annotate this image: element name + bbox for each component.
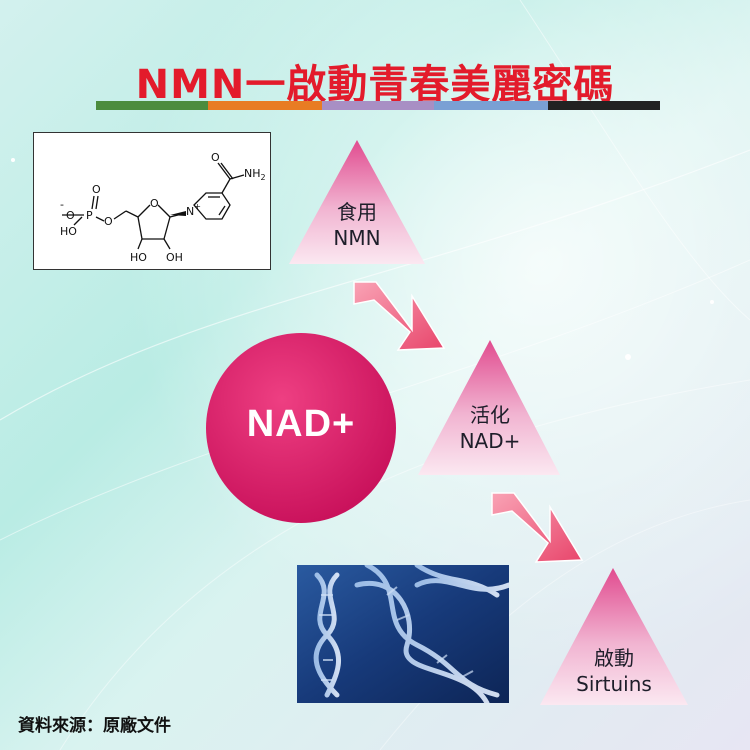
p-label: P [86,209,93,222]
triangle-step-1 [289,140,425,264]
source-note: 資料來源：原廠文件 [18,716,171,736]
ho-left-label: HO [130,251,147,264]
nad-circle-label: NAD+ [246,403,356,445]
o-ring-label: O [150,197,159,210]
nmn-molecule-diagram: - O O P HO O O N+ HO OH O NH2 [60,151,266,264]
ho-phosphate-label: HO [60,225,77,238]
nh-text: NH [244,167,261,180]
triangle-step-3 [540,568,688,705]
nh2-label: NH2 [244,167,266,182]
o-ester-label: O [104,215,113,228]
o-minus-label: - [60,198,64,211]
step-3-line1: 啟動 [594,646,634,670]
color-segment [548,101,660,110]
step-3-line2: Sirtuins [576,672,652,696]
step-2-line2: NAD+ [459,429,521,453]
title-color-bar [96,101,660,110]
oh-right-label: OH [166,251,183,264]
arrow-step-1 [353,281,446,351]
nmn-structure-panel: - O O P HO O O N+ HO OH O NH2 [33,132,271,270]
o-phosphate-left-label: O [66,209,75,222]
plus-label: + [194,202,201,211]
step-1-label: 食用 NMN [307,199,407,251]
dna-image [297,565,509,703]
step-3-label: 啟動 Sirtuins [554,645,674,697]
triangle-step-2 [418,340,560,475]
color-segment [208,101,322,110]
color-segment [434,101,548,110]
step-1-line2: NMN [333,226,381,250]
step-1-line1: 食用 [337,200,377,224]
arrow-step-2 [491,492,584,563]
nh2-subscript: 2 [261,173,266,182]
n-label: N [186,205,194,218]
n-plus-label: N+ [186,202,201,218]
color-segment [322,101,434,110]
o-phosphate-top-label: O [92,183,101,196]
o-carbonyl-label: O [211,151,220,164]
page-title: NMN一啟動青春美麗密碼 [135,62,615,108]
color-segment [96,101,208,110]
step-2-line1: 活化 [470,403,510,427]
nad-circle [206,333,396,523]
step-2-label: 活化 NAD+ [440,402,540,454]
